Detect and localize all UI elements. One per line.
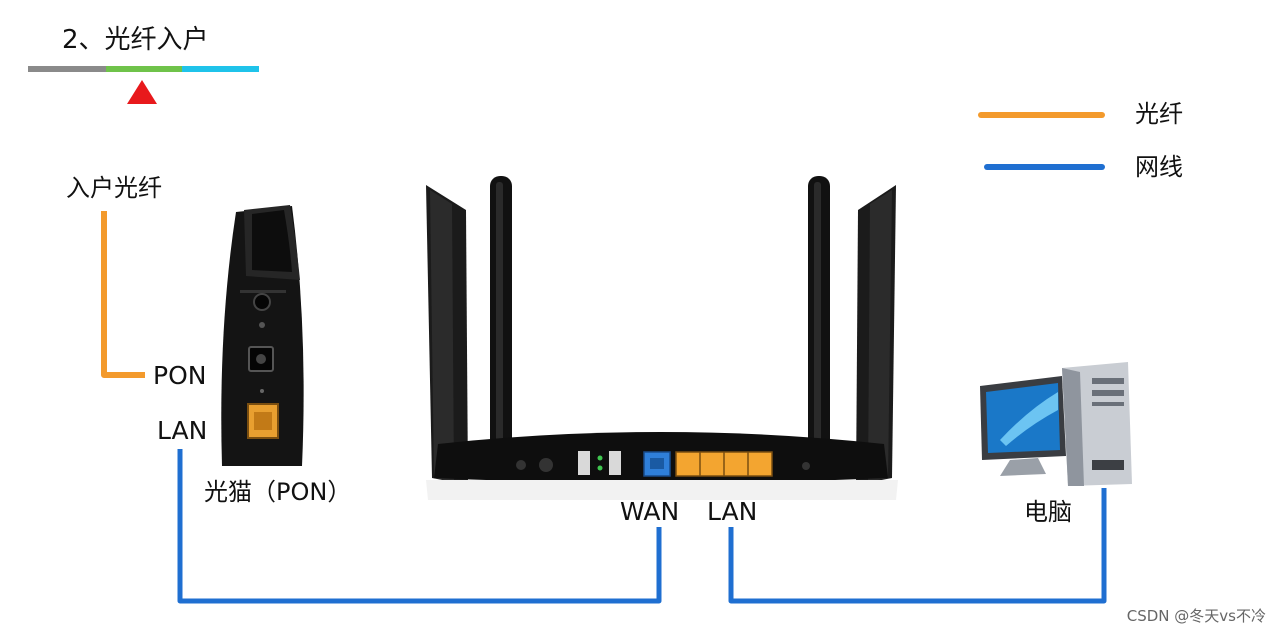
step-progress-bar [28,66,259,104]
cable-modem-to-wan [177,449,662,604]
pon-port-label: PON [153,361,207,390]
router-lan-port-label: LAN [707,497,758,526]
router-wan-port-label: WAN [620,497,680,526]
modem-lan-port-label: LAN [157,416,208,445]
fiber-line [101,211,145,378]
progress-segment-3 [182,66,259,72]
legend-fiber-label: 光纤 [1135,100,1183,128]
step-marker-triangle [127,80,157,104]
step-title: 2、光纤入户 [62,25,209,55]
legend-cable-label: 网线 [1135,153,1183,181]
watermark: CSDN @冬天vs不冷 [1126,607,1266,625]
progress-segment-1 [28,66,106,72]
computer-image [980,362,1132,486]
computer-label: 电脑 [1024,498,1072,526]
router-image [426,176,898,500]
progress-segment-2 [106,66,182,72]
optical-modem-image [221,205,304,466]
incoming-fiber-label: 入户光纤 [66,174,162,202]
cable-lan-to-computer [728,488,1107,604]
modem-label: 光猫（PON） [204,478,352,506]
